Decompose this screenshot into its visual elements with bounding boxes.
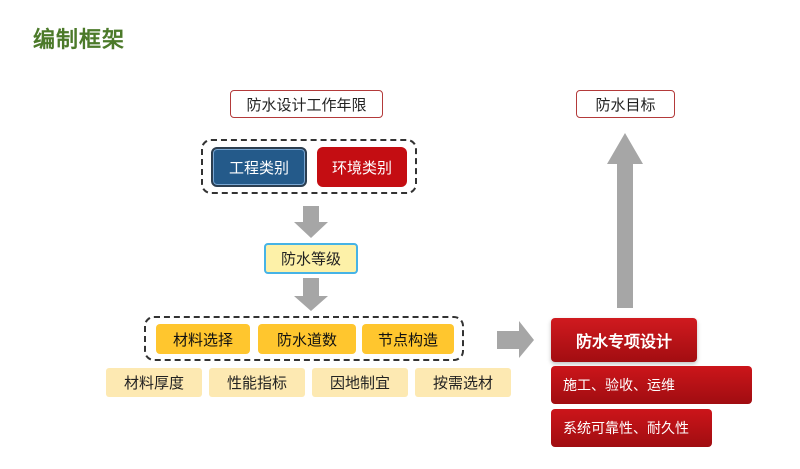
measure-layer-count: 防水道数 <box>258 324 356 354</box>
environment-category-box: 环境类别 <box>317 147 407 187</box>
arrow-up <box>607 133 643 308</box>
arrow-down-1 <box>294 206 328 238</box>
sub-on-demand-materials: 按需选材 <box>415 368 511 397</box>
goal-box: 防水目标 <box>576 90 675 118</box>
service-life-box: 防水设计工作年限 <box>230 90 383 118</box>
measures-group <box>144 316 464 361</box>
sub-performance-index: 性能指标 <box>209 368 305 397</box>
engineering-category-box: 工程类别 <box>211 147 307 187</box>
category-group <box>201 139 417 194</box>
page-title: 编制框架 <box>33 28 126 53</box>
arrow-right <box>497 321 534 358</box>
waterproof-level-box: 防水等级 <box>264 243 358 274</box>
design-item-construction: 施工、验收、运维 <box>551 366 752 404</box>
measure-node-construction: 节点构造 <box>362 324 454 354</box>
arrow-down-2 <box>294 278 328 311</box>
design-item-reliability: 系统可靠性、耐久性 <box>551 409 712 447</box>
sub-local-conditions: 因地制宜 <box>312 368 408 397</box>
design-main-box: 防水专项设计 <box>551 318 697 362</box>
measure-material-selection: 材料选择 <box>156 324 250 354</box>
sub-material-thickness: 材料厚度 <box>106 368 202 397</box>
